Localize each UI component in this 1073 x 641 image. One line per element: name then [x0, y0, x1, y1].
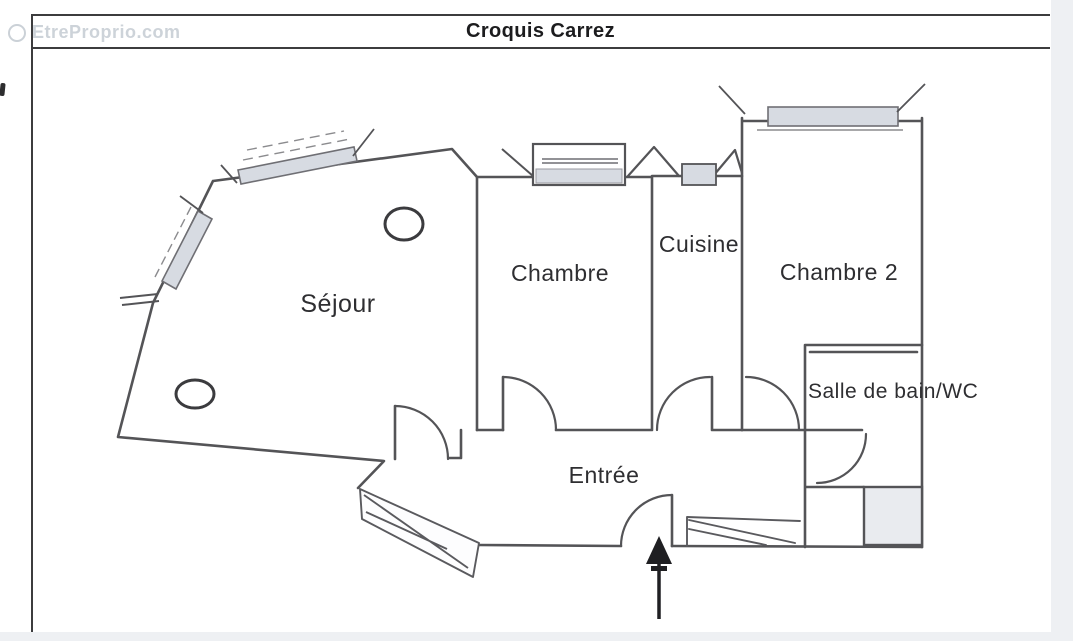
door-arc-icon — [815, 432, 868, 485]
door-arc-icon — [655, 375, 712, 432]
chambre-room — [475, 175, 654, 432]
title-band: Croquis Carrez — [31, 14, 1050, 49]
watermark-logo-icon — [8, 23, 26, 42]
door-arc-icon — [501, 375, 558, 432]
wall-notch — [447, 428, 463, 460]
chambre2-window-icon — [718, 83, 926, 131]
column-circle-icon — [383, 206, 425, 242]
sejour-room — [116, 147, 479, 490]
cuisine-room — [626, 145, 744, 432]
stairs-wedge-icon — [359, 488, 480, 578]
scan-background-right — [1051, 0, 1073, 641]
column-circle-icon — [174, 378, 216, 410]
scan-background-bottom — [0, 632, 1073, 641]
entree-bottom-walls — [477, 543, 924, 549]
door-arc-icon — [744, 375, 801, 432]
sejour-walls — [116, 147, 479, 490]
watermark: EtreProprio.com — [8, 22, 181, 43]
shower-tray-icon — [862, 485, 924, 547]
room-label-salle-de-bain: Salle de bain/WC — [808, 380, 978, 403]
room-label-chambre: Chambre — [511, 260, 609, 286]
door-arc-icon — [619, 493, 674, 548]
page-title: Croquis Carrez — [466, 20, 615, 42]
room-label-entree: Entrée — [569, 462, 640, 488]
flue-triangle-icon — [712, 148, 744, 177]
watermark-text: EtreProprio.com — [32, 22, 181, 42]
salle-de-bain-room — [740, 343, 924, 549]
sejour-top-window-icon — [220, 128, 375, 185]
flue-triangle-icon — [626, 145, 681, 178]
room-label-cuisine: Cuisine — [659, 231, 739, 257]
sejour-left-window-icon — [119, 195, 214, 306]
chambre2-walls — [740, 116, 924, 549]
page-border-left — [31, 14, 33, 632]
cuisine-window-icon — [681, 163, 717, 186]
entree-room — [393, 404, 924, 549]
cuisine-door-leaf — [710, 375, 744, 432]
entrance-arrow-icon — [646, 536, 672, 619]
chambre-window-icon — [501, 142, 627, 187]
salle-de-bain-walls — [740, 343, 924, 549]
door-arc-icon — [393, 404, 450, 461]
room-label-sejour: Séjour — [300, 290, 375, 318]
closet-hatch-icon — [686, 516, 801, 547]
room-label-chambre2: Chambre 2 — [780, 259, 898, 285]
chambre2-room — [740, 116, 924, 549]
